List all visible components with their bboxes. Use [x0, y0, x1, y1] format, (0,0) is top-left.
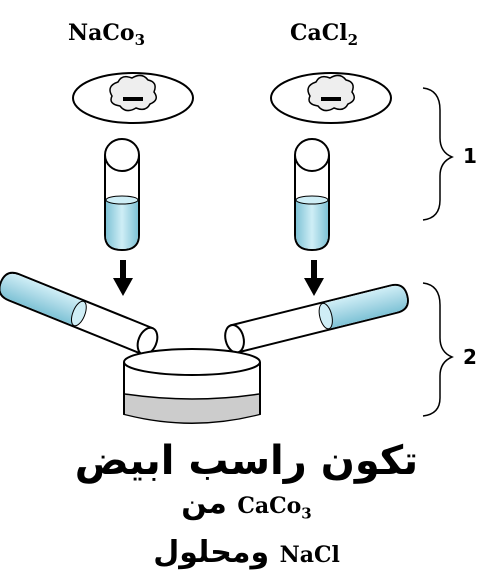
reagent-right-label: CaCl2	[290, 20, 358, 49]
diagram-canvas: NaCo3 CaCl2	[0, 20, 477, 424]
curly-brace-step1-icon	[422, 87, 454, 221]
result-caption: تكون راسب ابيض من CaCo3 ومحلول NaCl	[0, 438, 493, 575]
caption-line-2: من CaCo3	[0, 484, 493, 533]
tilted-test-tube-left-icon	[0, 271, 159, 356]
tilted-solution-right	[322, 285, 407, 329]
solution-right	[296, 200, 328, 249]
tilted-test-tube-right-icon	[224, 283, 409, 354]
step-2-label: 2	[463, 345, 477, 369]
down-arrow-right-icon	[304, 260, 324, 296]
watch-glass-right-icon	[270, 72, 392, 124]
caption-precipitate-formula: CaCo3	[237, 493, 312, 523]
caption-solution-formula: NaCl	[279, 542, 340, 569]
watch-glass-left-icon	[72, 72, 194, 124]
test-tube-left-icon	[104, 138, 140, 252]
caption-line-1: تكون راسب ابيض	[74, 438, 419, 484]
solid-sample-right-icon	[307, 74, 355, 112]
solid-sample-left-icon	[109, 74, 157, 112]
down-arrow-left-icon	[113, 260, 133, 296]
precipitate-layer	[125, 394, 259, 423]
beaker-icon	[123, 348, 261, 424]
curly-brace-step2-icon	[422, 282, 454, 417]
reagent-left-label: NaCo3	[68, 20, 145, 49]
test-tube-right-icon	[294, 138, 330, 252]
caption-solution-word: ومحلول	[153, 535, 270, 571]
step-1-label: 1	[463, 144, 477, 168]
caption-from-word: من	[181, 486, 227, 521]
tilted-solution-left	[0, 273, 84, 326]
solution-left	[106, 200, 138, 249]
caption-line-3: ومحلول NaCl	[0, 533, 493, 575]
